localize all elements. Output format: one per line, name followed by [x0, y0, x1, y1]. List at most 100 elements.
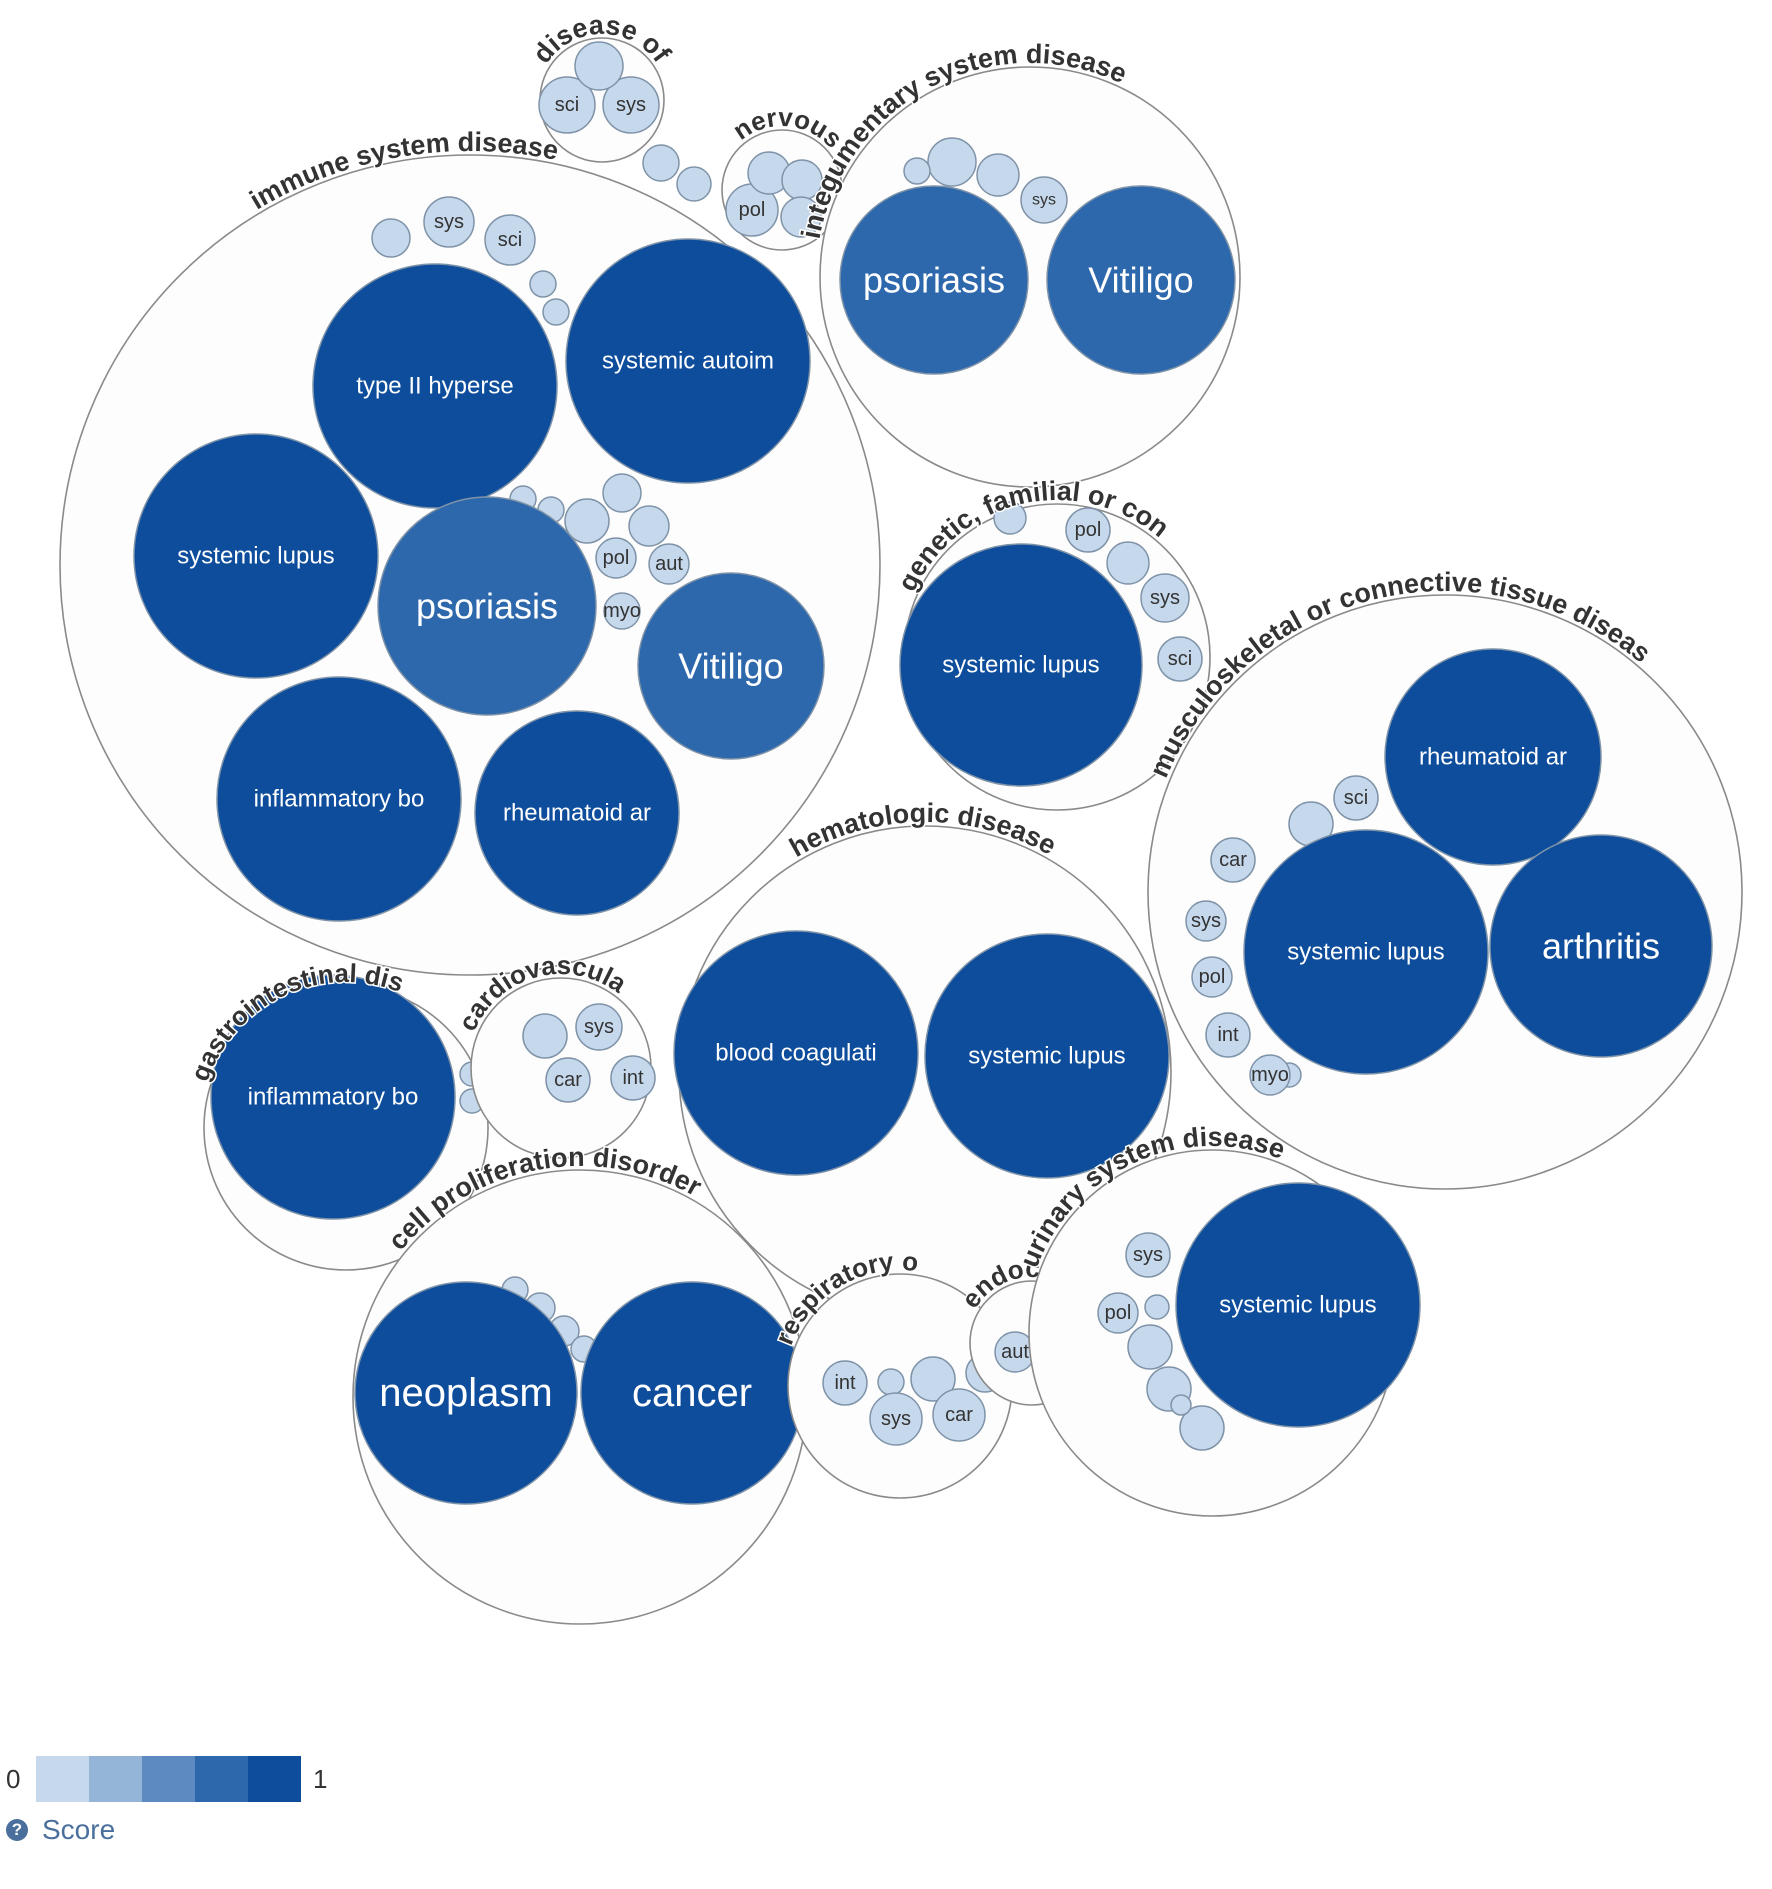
node-systemic-autoim[interactable]	[565, 238, 811, 484]
node-label: arthritis	[1542, 926, 1660, 967]
node-sys[interactable]	[602, 76, 660, 134]
node-sci[interactable]	[538, 76, 596, 134]
node-label: sci	[1168, 648, 1192, 670]
legend-color-ramp	[36, 1756, 301, 1802]
node-label: pol	[603, 547, 630, 569]
node-label: sys	[881, 1408, 911, 1430]
minor-node[interactable]	[628, 505, 670, 547]
node-label: car	[554, 1069, 582, 1091]
node-sci[interactable]	[1333, 775, 1379, 821]
minor-node[interactable]	[529, 270, 557, 298]
node-label: sys	[434, 211, 464, 233]
node-rheumatoid-ar[interactable]	[1384, 648, 1602, 866]
minor-node[interactable]	[371, 218, 411, 258]
node-car[interactable]	[1210, 837, 1256, 883]
node-label: systemic autoim	[602, 348, 774, 375]
node-sys[interactable]	[869, 1392, 923, 1446]
node-sys[interactable]	[1020, 176, 1068, 224]
node-sys[interactable]	[575, 1003, 623, 1051]
node-neoplasm[interactable]	[354, 1281, 578, 1505]
node-inflammatory-bo[interactable]	[216, 676, 462, 922]
legend-min-label: 0	[6, 1763, 21, 1794]
minor-node[interactable]	[564, 498, 610, 544]
node-pol[interactable]	[1065, 507, 1111, 553]
node-label: Vitiligo	[1088, 260, 1193, 301]
node-inflammatory-bo[interactable]	[210, 974, 456, 1220]
node-label: myo	[1251, 1064, 1289, 1086]
node-vitiligo[interactable]	[637, 572, 825, 760]
node-arthritis[interactable]	[1489, 834, 1713, 1058]
node-label: pol	[739, 199, 766, 221]
minor-node[interactable]	[676, 166, 712, 202]
minor-node[interactable]	[642, 144, 680, 182]
node-pol[interactable]	[1191, 956, 1233, 998]
minor-node[interactable]	[542, 298, 570, 326]
node-sys[interactable]	[423, 196, 475, 248]
node-rheumatoid-ar[interactable]	[474, 710, 680, 916]
node-label: sys	[584, 1016, 614, 1038]
minor-node[interactable]	[910, 1356, 956, 1402]
node-systemic-lupus[interactable]	[924, 933, 1170, 1179]
node-systemic-lupus[interactable]	[1243, 829, 1489, 1075]
minor-node[interactable]	[1179, 1405, 1225, 1451]
node-type-ii-hyperse[interactable]	[312, 263, 558, 509]
node-label: blood coagulati	[715, 1040, 876, 1067]
node-vitiligo[interactable]	[1046, 185, 1236, 375]
node-sys[interactable]	[1140, 573, 1190, 623]
node-myo[interactable]	[1249, 1054, 1291, 1096]
node-aut[interactable]	[648, 543, 690, 585]
node-label: Vitiligo	[678, 646, 783, 687]
node-sci[interactable]	[484, 214, 536, 266]
minor-node[interactable]	[602, 473, 642, 513]
minor-node[interactable]	[877, 1368, 905, 1396]
question-circle-icon[interactable]: ?	[6, 1819, 28, 1841]
minor-node[interactable]	[1170, 1394, 1192, 1416]
node-systemic-lupus[interactable]	[133, 433, 379, 679]
node-sys[interactable]	[1185, 900, 1227, 942]
node-unlabeled[interactable]	[574, 41, 624, 91]
node-unlabeled[interactable]	[903, 157, 931, 185]
node-sci[interactable]	[1157, 636, 1203, 682]
minor-node[interactable]	[522, 1013, 568, 1059]
node-blood-coagulati[interactable]	[673, 930, 919, 1176]
node-label: type II hyperse	[356, 373, 513, 400]
node-sys[interactable]	[1125, 1232, 1171, 1278]
node-label: rheumatoid ar	[1419, 744, 1567, 771]
node-label: int	[1217, 1024, 1239, 1046]
minor-node[interactable]	[993, 501, 1027, 535]
node-label: int	[622, 1067, 644, 1089]
legend-swatch-2	[89, 1756, 142, 1802]
node-pol[interactable]	[1097, 1292, 1139, 1334]
minor-node[interactable]	[1127, 1324, 1173, 1370]
node-unlabeled[interactable]	[927, 137, 977, 187]
node-car[interactable]	[932, 1388, 986, 1442]
node-int[interactable]	[1205, 1012, 1251, 1058]
node-unlabeled[interactable]	[976, 153, 1020, 197]
minor-node[interactable]	[1144, 1294, 1170, 1320]
node-psoriasis[interactable]	[839, 185, 1029, 375]
node-systemic-lupus[interactable]	[899, 543, 1143, 787]
node-int[interactable]	[610, 1055, 656, 1101]
node-pol[interactable]	[595, 537, 637, 579]
node-car[interactable]	[545, 1057, 591, 1103]
node-label: sci	[498, 229, 522, 251]
node-psoriasis[interactable]	[377, 496, 597, 716]
node-myo[interactable]	[603, 592, 641, 630]
node-systemic-lupus[interactable]	[1175, 1182, 1421, 1428]
legend-title: Score	[42, 1814, 116, 1845]
node-unlabeled[interactable]	[780, 196, 822, 238]
legend-swatch-4	[195, 1756, 248, 1802]
minor-node[interactable]	[1106, 541, 1150, 585]
node-int[interactable]	[822, 1360, 868, 1406]
node-label: sys	[1133, 1244, 1163, 1266]
node-label: sci	[1344, 787, 1368, 809]
node-label: sys	[616, 94, 646, 116]
node-label: car	[945, 1404, 973, 1426]
